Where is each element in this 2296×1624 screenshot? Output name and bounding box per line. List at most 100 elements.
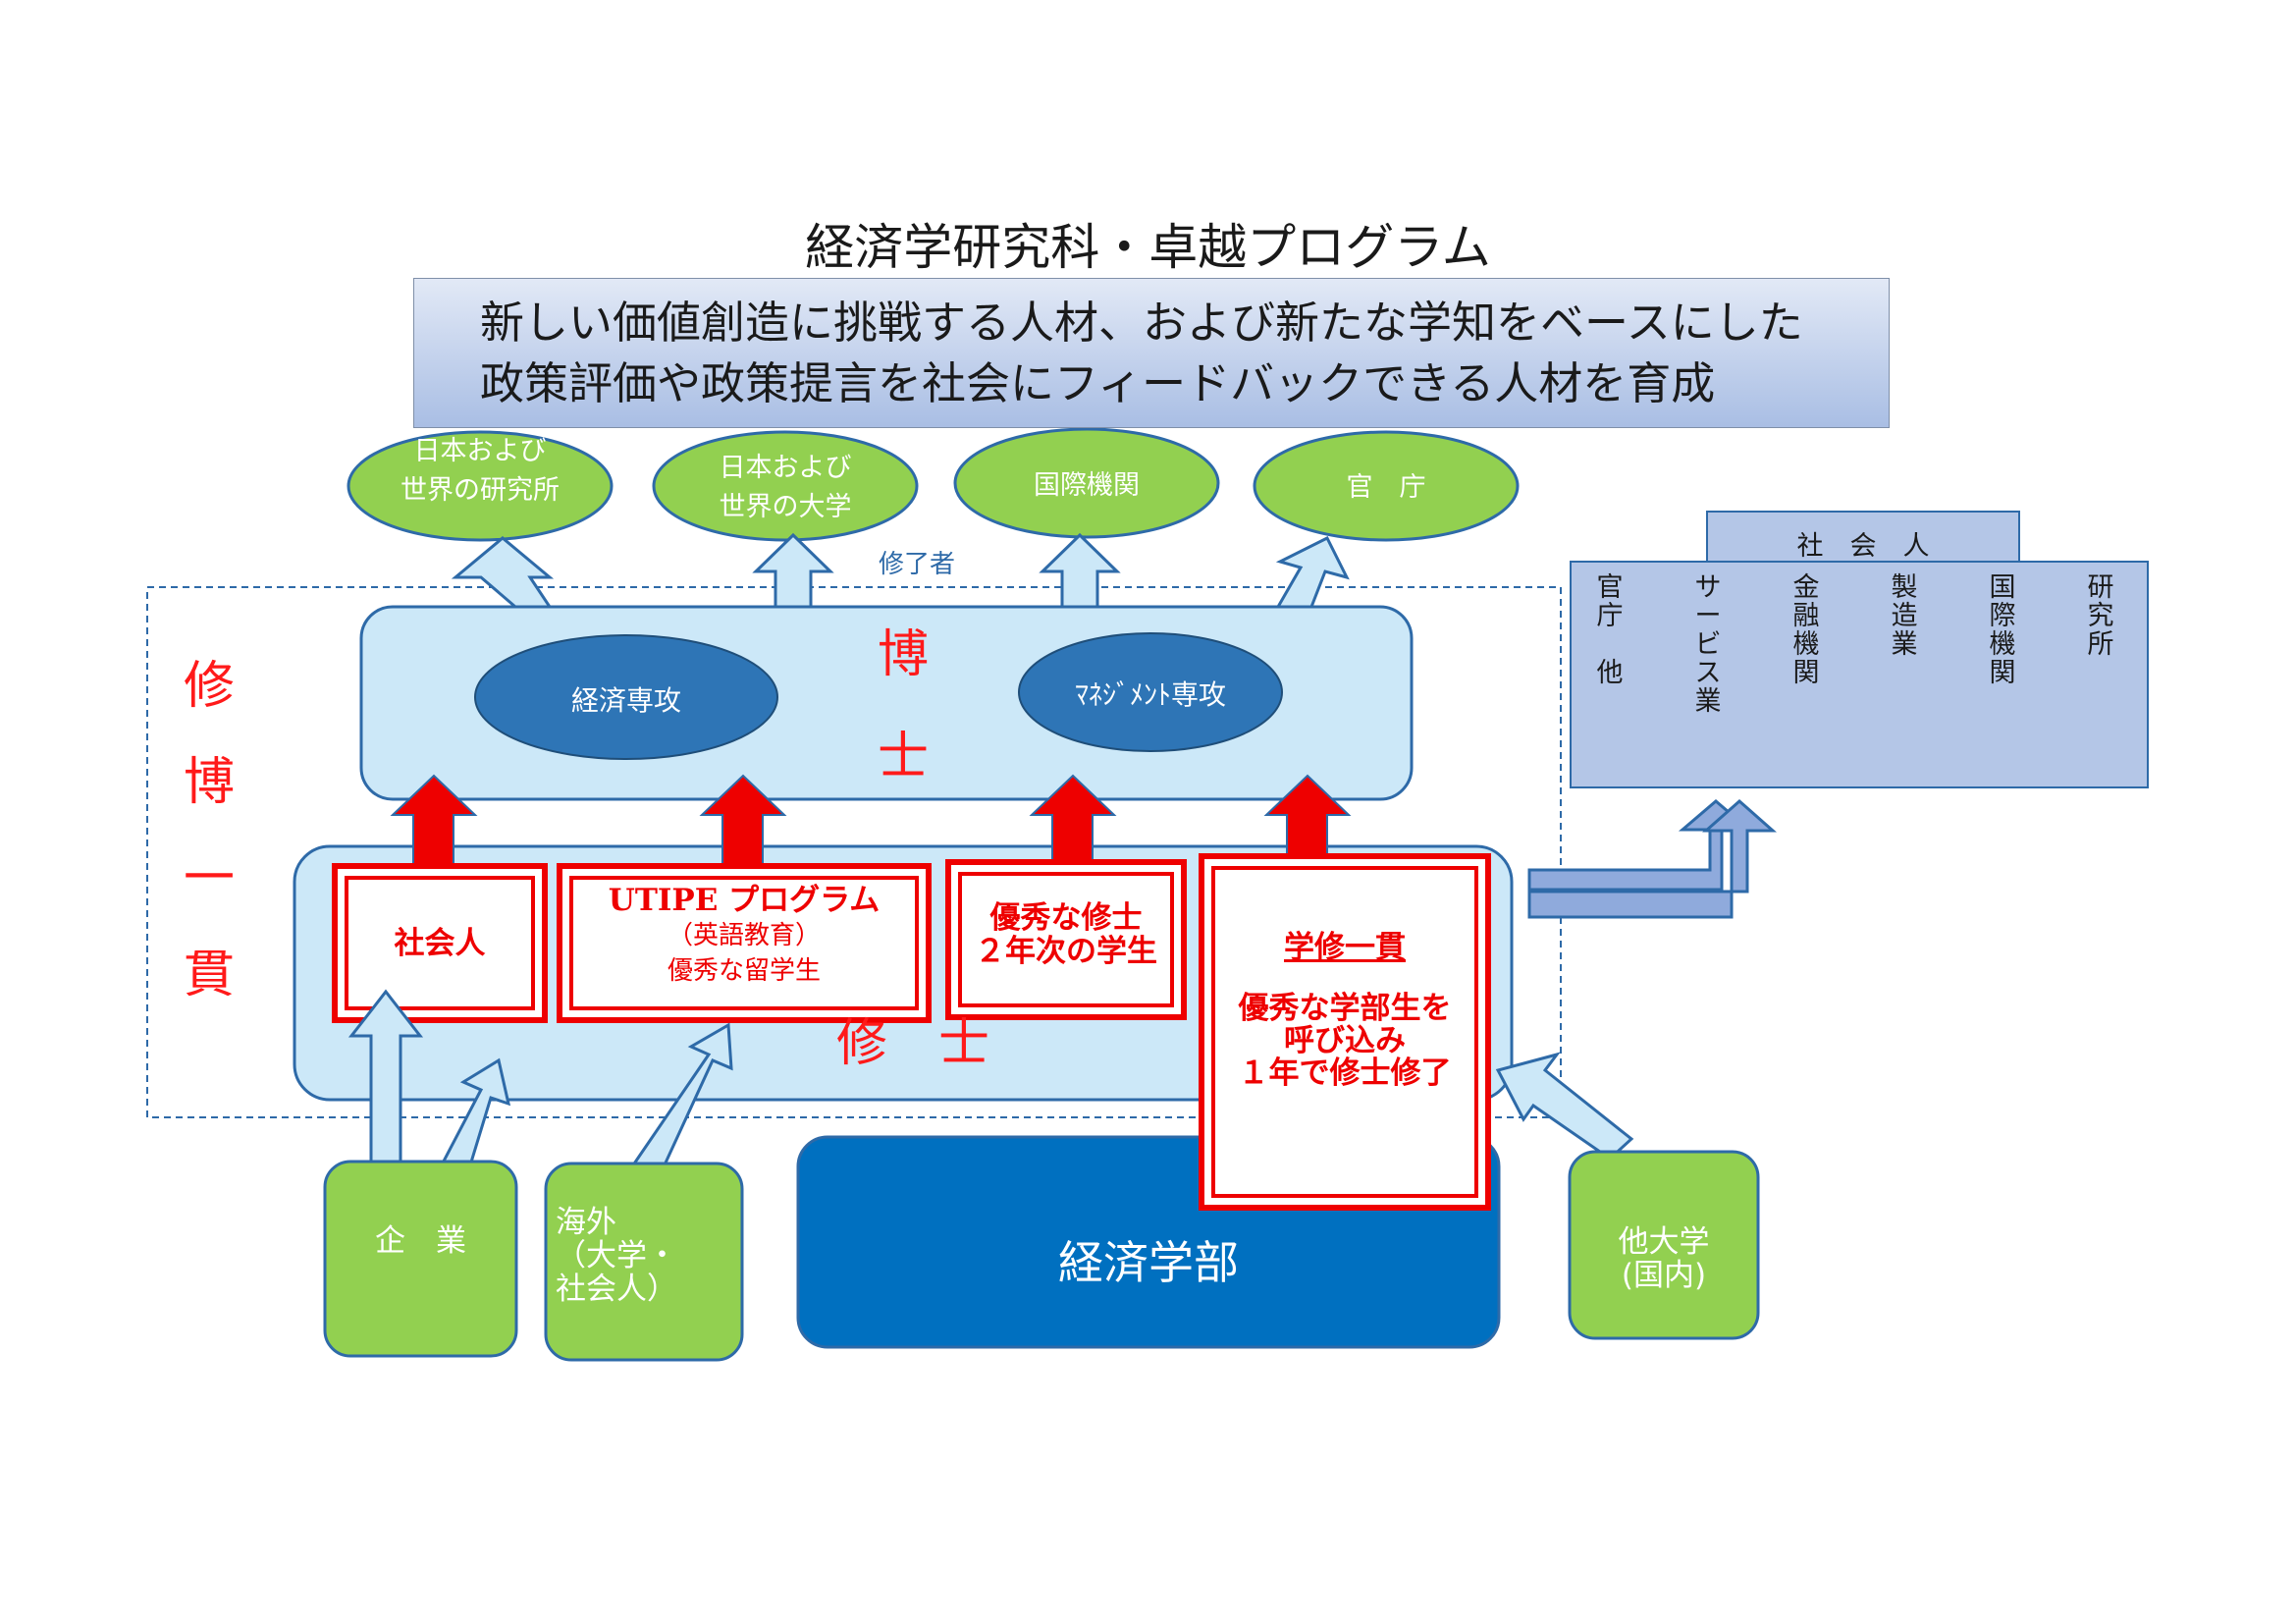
society-col-3-char-3: 機	[1792, 629, 1820, 660]
program-working-adults-label: 社会人	[335, 918, 545, 962]
integrated-char-3: 一	[183, 849, 235, 908]
society-col-2-char-2: ー	[1694, 601, 1722, 631]
red-arrow-2	[699, 774, 787, 867]
society-col-4-char-2: 造	[1891, 601, 1918, 631]
program-integrated-label: 学修一貫 優秀な学部生を 呼び込み １年で修士修了	[1201, 928, 1488, 1090]
society-col-finance: 金 融 機 関	[1789, 573, 1824, 687]
society-col-5-char-3: 機	[1989, 629, 2016, 660]
major-management-label: ﾏﾈｼﾞﾒﾝﾄ専攻	[1074, 678, 1226, 711]
program-utipe-line-1: UTIPE プログラム	[608, 883, 881, 918]
source-other-universities-line-1: 他大学	[1618, 1224, 1710, 1260]
major-economics-label: 経済専攻	[570, 684, 681, 717]
arrow-other-univ-to-masters	[1495, 1052, 1634, 1161]
major-economics-oval	[474, 634, 778, 760]
society-col-manufacturing: 製 造 業	[1887, 573, 1922, 659]
integrated-label: 修 博 一 貫	[175, 638, 243, 1023]
society-col-1-char-4: 他	[1596, 658, 1624, 688]
masters-label: 修 士	[835, 1014, 989, 1073]
program-integrated-line-1: 優秀な学部生を	[1238, 991, 1452, 1026]
destination-label-universities: 日本および 世界の大学	[654, 449, 917, 527]
program-integrated-title: 学修一貫	[1284, 930, 1406, 965]
program-box-integrated	[1199, 853, 1491, 1211]
source-overseas-label: 海外 （大学・ 社会人）	[556, 1206, 713, 1306]
society-col-2-char-5: 業	[1694, 686, 1722, 717]
destination-universities-line-1: 日本および	[719, 453, 852, 483]
destination-label-government: 官 庁	[1255, 468, 1518, 508]
arrow-to-society-body	[1527, 798, 1777, 919]
program-box-working-adults	[332, 863, 548, 1023]
program-box-integrated-inner	[1211, 866, 1478, 1198]
destination-oval-universities	[652, 430, 919, 542]
society-columns-box	[1570, 561, 2149, 788]
source-box-overseas	[544, 1162, 744, 1362]
society-col-1-char-2: 庁	[1596, 601, 1624, 631]
society-col-2-char-1: サ	[1694, 572, 1722, 603]
program-box-utipe	[557, 863, 932, 1023]
program-2nd-year-line-1: 優秀な修士	[989, 900, 1143, 936]
society-col-4-char-3: 業	[1891, 629, 1918, 660]
society-col-3-char-4: 関	[1792, 658, 1820, 688]
integrated-program-frame	[146, 586, 1562, 1118]
destination-oval-intl-orgs	[953, 427, 1220, 539]
integrated-char-1: 修	[183, 657, 235, 716]
source-overseas-line-2: （大学・	[556, 1238, 677, 1273]
program-box-2nd-year-inner	[958, 872, 1174, 1007]
arrow-to-universities	[752, 532, 834, 609]
destination-label-intl-orgs: 国際機関	[955, 466, 1218, 506]
mission-line-1: 新しい価値創造に挑戦する人材、および新たな学知をベースにした	[480, 297, 1803, 349]
society-col-service: サ ー ビ ス 業	[1690, 573, 1726, 716]
graduates-label: 修了者	[879, 550, 956, 579]
program-box-utipe-inner	[569, 876, 919, 1010]
arrow-to-society	[1527, 799, 1754, 892]
society-header-box	[1706, 511, 2020, 566]
doctoral-char-1: 博	[877, 625, 929, 684]
source-companies-line-1: 企 業	[375, 1223, 466, 1259]
society-col-3-char-2: 融	[1792, 601, 1820, 631]
destination-universities-line-2: 世界の大学	[719, 492, 852, 522]
source-box-companies	[323, 1160, 518, 1358]
society-col-3-char-1: 金	[1792, 572, 1820, 603]
destination-label-research: 日本および 世界の研究所	[348, 432, 612, 511]
arrow-to-intl-orgs	[1039, 532, 1121, 609]
program-working-adults-line-1: 社会人	[394, 926, 486, 961]
destination-research-line-2: 世界の研究所	[400, 475, 560, 506]
arrow-to-research	[451, 536, 555, 609]
society-col-5-char-1: 国	[1989, 572, 2016, 603]
society-col-research: 研 究 所	[2083, 573, 2118, 659]
red-arrow-1	[390, 774, 478, 867]
mission-line-2: 政策評価や政策提言を社会にフィードバックできる人材を育成	[480, 357, 1716, 409]
program-utipe-line-3: 優秀な留学生	[667, 956, 821, 986]
destination-intl-orgs-line-1: 国際機関	[1034, 470, 1140, 501]
page-title: 経済学研究科・卓越プログラム	[805, 219, 1491, 276]
program-integrated-line-3: １年で修士修了	[1238, 1056, 1452, 1091]
program-integrated-spacer	[1201, 967, 1488, 993]
doctoral-char-2: 士	[877, 728, 929, 786]
society-col-1-char-1: 官	[1596, 572, 1624, 603]
source-companies-label: 企 業	[325, 1224, 516, 1258]
program-integrated-line-2: 呼び込み	[1284, 1023, 1406, 1058]
society-col-government: 官 庁 他	[1592, 573, 1628, 687]
program-2nd-year-label: 優秀な修士 ２年次の学生	[948, 901, 1184, 968]
destination-oval-research	[347, 430, 614, 542]
source-other-universities-label: 他大学 (国内)	[1570, 1225, 1758, 1292]
source-overseas-line-1: 海外	[556, 1205, 616, 1240]
red-arrow-3	[1029, 774, 1117, 867]
arrow-to-government	[1275, 535, 1350, 609]
program-utipe-line-2: （英語教育）	[667, 921, 821, 950]
source-box-other-universities	[1568, 1150, 1760, 1340]
major-management-oval	[1018, 632, 1283, 752]
program-utipe-label: UTIPE プログラム （英語教育） 優秀な留学生	[560, 882, 929, 990]
destination-government-line-1: 官 庁	[1346, 472, 1426, 503]
society-header: 社 会 人	[1796, 531, 1930, 562]
source-overseas-line-3: 社会人）	[556, 1272, 677, 1307]
program-2nd-year-line-2: ２年次の学生	[975, 934, 1157, 969]
program-box-working-adults-inner	[345, 876, 535, 1010]
society-col-6-char-1: 研	[2087, 572, 2114, 603]
integrated-char-2: 博	[183, 753, 235, 812]
society-col-4-char-1: 製	[1891, 572, 1918, 603]
society-col-2-char-4: ス	[1694, 658, 1722, 688]
society-col-6-char-3: 所	[2087, 629, 2114, 660]
society-col-1-char-3	[1592, 630, 1628, 659]
mission-banner: 新しい価値創造に挑戦する人材、および新たな学知をベースにした 政策評価や政策提言…	[413, 278, 1890, 428]
